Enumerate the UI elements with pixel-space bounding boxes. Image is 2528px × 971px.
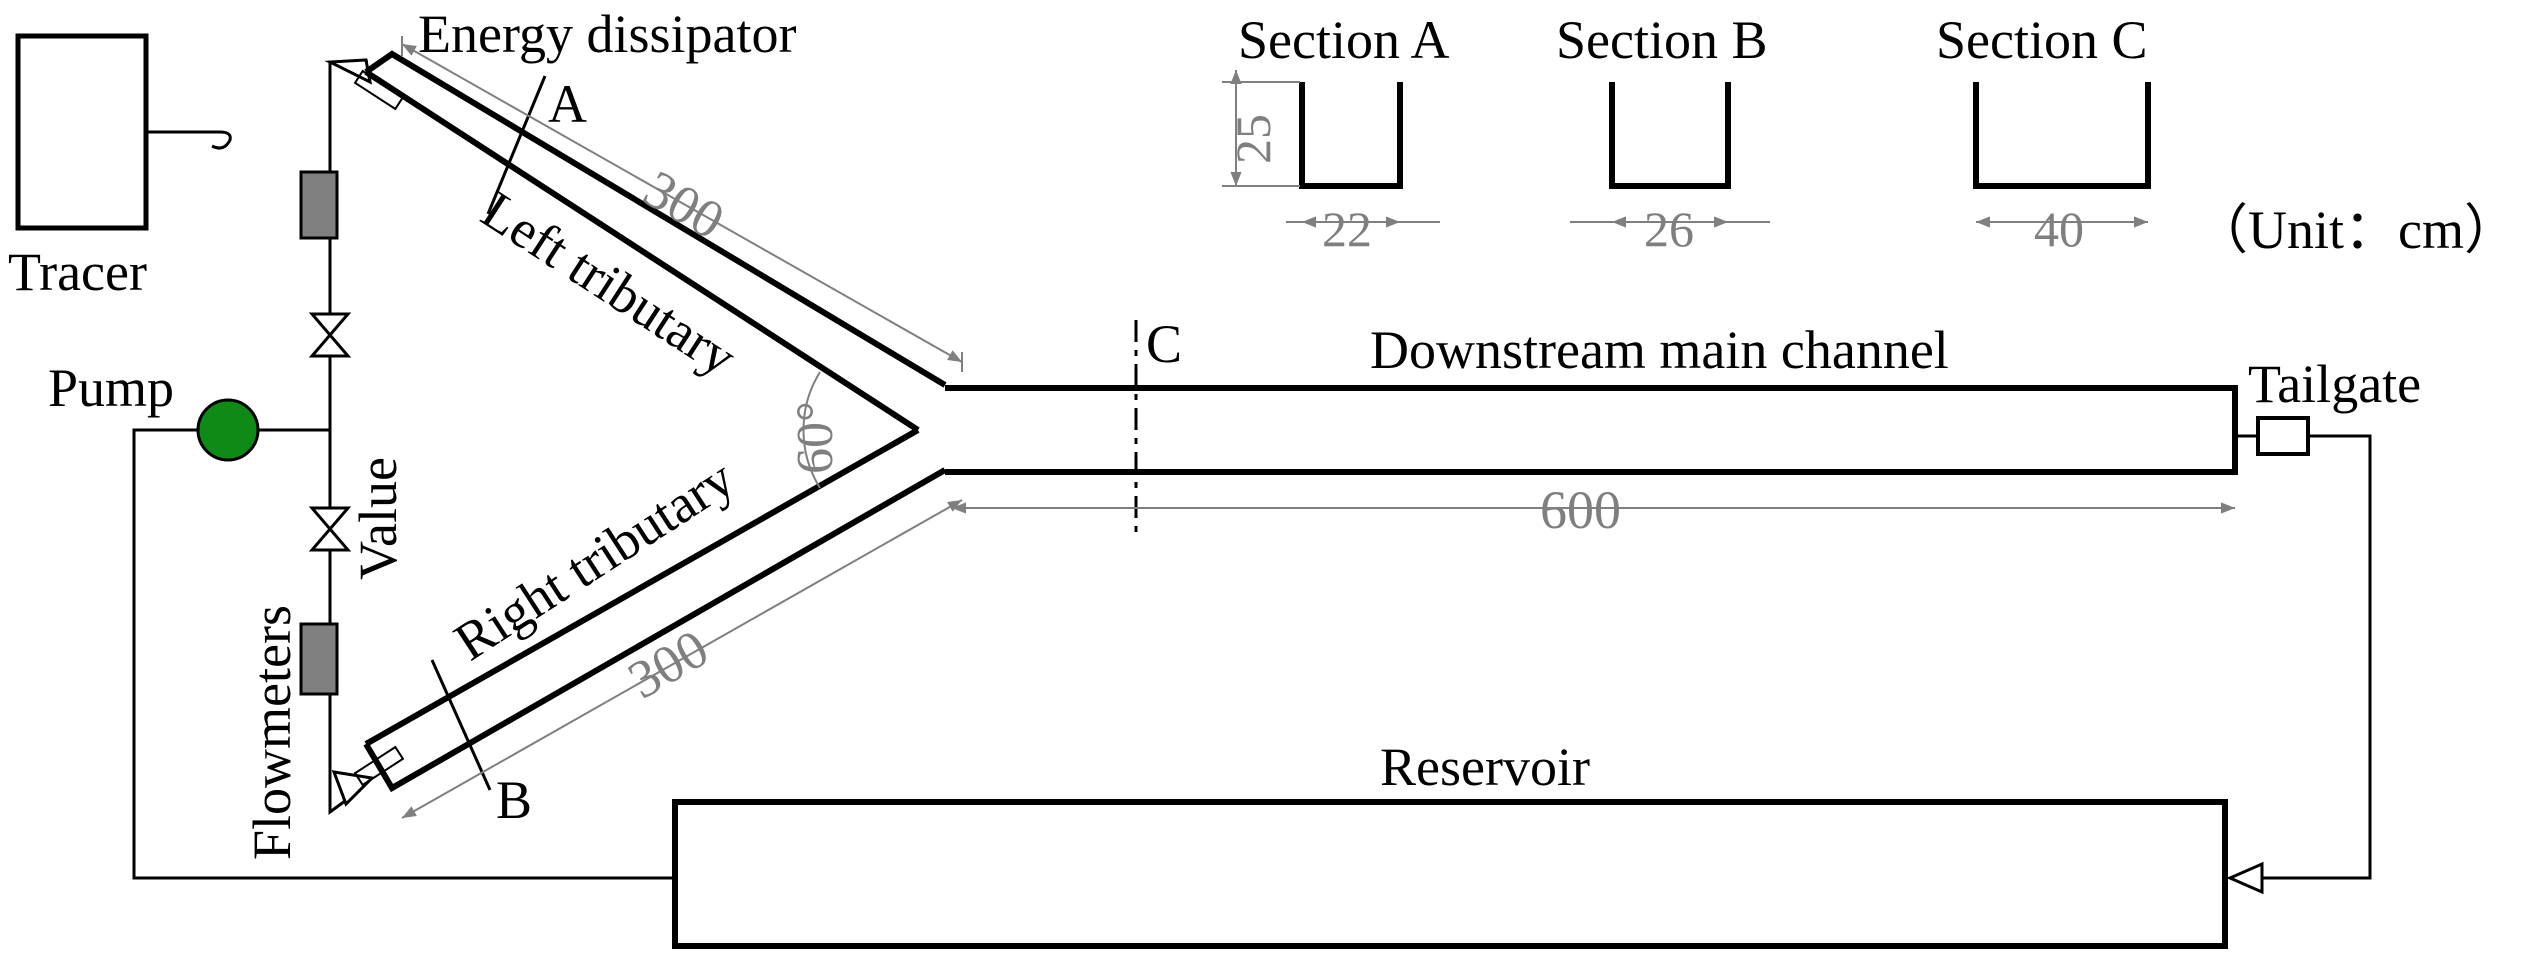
unit-label: （Unit：cm）	[2194, 200, 2518, 260]
flowmeter-upper	[299, 170, 339, 240]
section-a-width-label: 22	[1322, 201, 1372, 257]
tailgate-icon	[2256, 416, 2310, 456]
valve-upper	[308, 312, 352, 358]
reservoir-inlet-arrow	[2226, 861, 2264, 895]
section-c-mark: C	[1146, 314, 1182, 374]
tracer-label: Tracer	[8, 242, 147, 302]
downstream-main-channel-label: Downstream main channel	[1370, 320, 1949, 380]
section-a-depth-label: 25	[1225, 114, 1281, 164]
section-c-title: Section C	[1936, 10, 2148, 70]
right-length-label: 300	[618, 618, 718, 710]
section-a-mark: A	[548, 74, 587, 134]
left-length-label: 300	[634, 158, 734, 250]
section-b-profile	[1609, 82, 1731, 189]
section-a-profile	[1299, 82, 1403, 189]
reservoir-box	[672, 799, 2228, 949]
section-a-title: Section A	[1238, 10, 1450, 70]
inlet-arrow-lower	[331, 770, 376, 807]
section-b-width-label: 26	[1644, 201, 1694, 257]
right-length-dim-line	[401, 499, 963, 819]
left-tributary-inner	[364, 69, 920, 433]
section-b-mark: B	[496, 770, 532, 830]
angle-label: 60°	[787, 401, 844, 474]
flowmeters-label: Flowmeters	[242, 605, 302, 860]
reservoir-label: Reservoir	[1380, 737, 1590, 797]
angle-arc	[802, 371, 821, 489]
valve-lower	[308, 506, 352, 552]
tailgate-label: Tailgate	[2248, 354, 2421, 414]
pump-icon	[196, 398, 260, 462]
energy-dissipator-label: Energy dissipator	[418, 4, 796, 64]
section-c-width-label: 40	[2034, 201, 2084, 257]
tailgate-return-line	[2240, 434, 2372, 880]
left-length-dim-line	[401, 43, 963, 363]
main-length-label: 600	[1540, 480, 1621, 540]
energy-dissipator-upper	[353, 69, 405, 111]
pump-label: Pump	[48, 358, 174, 418]
energy-dissipator-lower	[353, 745, 405, 787]
feed-pipe-upper	[328, 60, 368, 428]
return-line	[132, 428, 672, 880]
tracer-hook	[146, 130, 232, 150]
tracer-box	[15, 33, 149, 231]
value-label: Value	[348, 457, 408, 580]
flowmeter-lower	[299, 622, 339, 696]
section-b-title: Section B	[1556, 10, 1768, 70]
section-c-profile	[1973, 82, 2151, 189]
